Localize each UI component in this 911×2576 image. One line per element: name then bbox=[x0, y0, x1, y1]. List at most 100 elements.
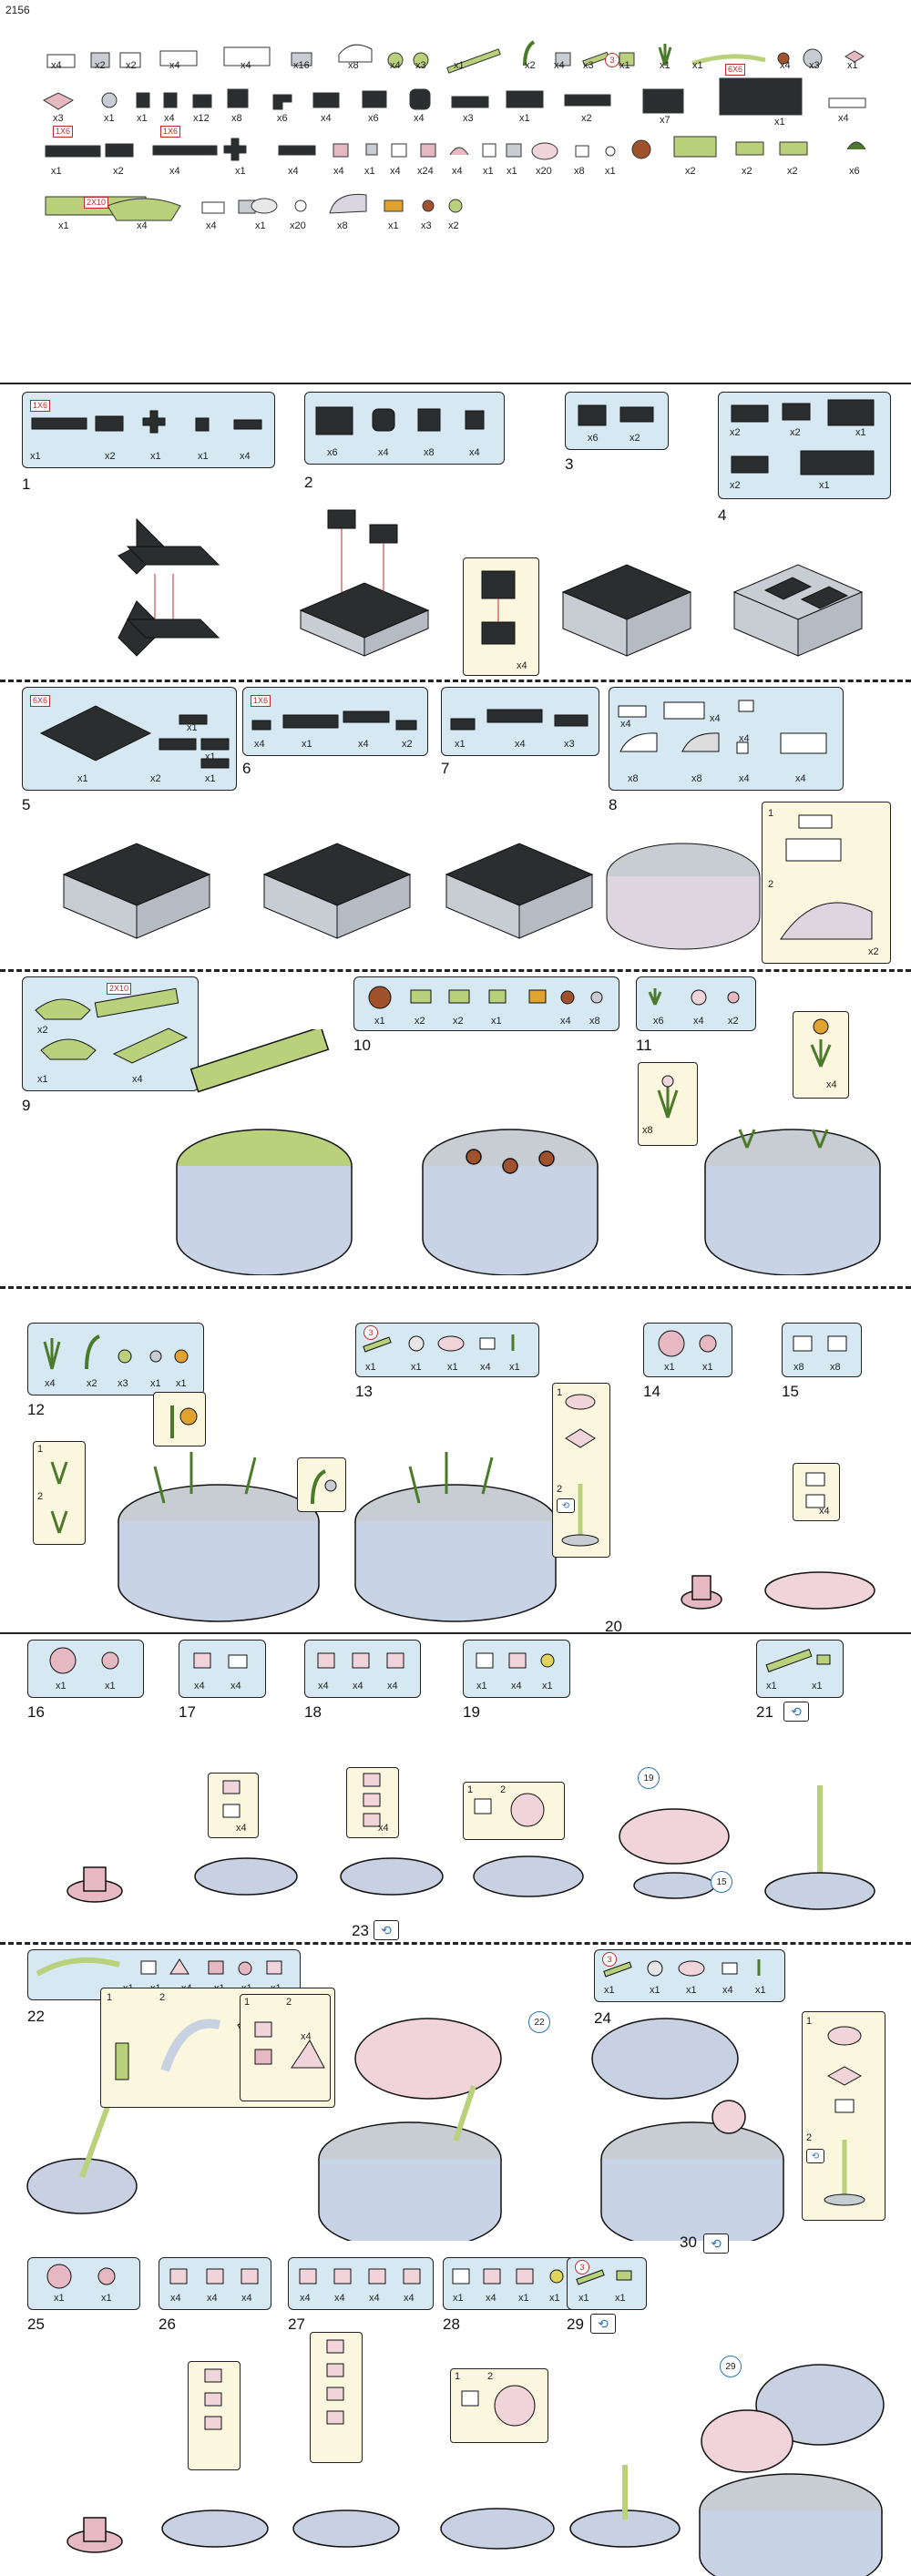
inv-qty: x8 bbox=[337, 220, 348, 231]
qty: x2 bbox=[630, 433, 640, 444]
parts-panel-step-14: x1 x1 bbox=[643, 1323, 732, 1377]
parts-panel-step-11: x6 x4 x2 bbox=[636, 976, 756, 1031]
step-number: 1 bbox=[22, 475, 31, 493]
callout-sub-step: 2 bbox=[768, 879, 774, 890]
inv-qty: x4 bbox=[390, 166, 401, 177]
step-8-parts-drawing bbox=[618, 700, 827, 754]
qty: x1 bbox=[105, 1681, 116, 1692]
step-number: 20 bbox=[605, 1618, 622, 1635]
qty: x1 bbox=[604, 1985, 615, 1996]
parts-panel-step-2: x6 x4 x8 x4 bbox=[304, 392, 505, 465]
step-number: 9 bbox=[22, 1097, 31, 1114]
qty: x4 bbox=[318, 1681, 329, 1692]
qty: x1 bbox=[374, 1016, 385, 1027]
assembly-steps-16-21 bbox=[67, 1785, 875, 1910]
callout-step-27 bbox=[310, 2332, 363, 2463]
parts-panel-step-21: x1 x1 bbox=[756, 1640, 844, 1698]
qty: x4 bbox=[480, 1362, 491, 1373]
inv-qty: x4 bbox=[241, 60, 251, 71]
callout-sub-step: 2 bbox=[487, 2371, 494, 2382]
inv-qty: x3 bbox=[53, 113, 64, 124]
qty: x1 bbox=[176, 1378, 187, 1389]
callout-sub-step: 2 bbox=[159, 1992, 166, 2003]
callout-multiplier: x2 bbox=[868, 946, 879, 957]
step-19-parts-drawing bbox=[476, 1652, 555, 1669]
step-5-parts-drawing bbox=[39, 705, 230, 769]
qty: x1 bbox=[198, 451, 209, 462]
qty: x4 bbox=[300, 2293, 311, 2304]
inv-qty: x1 bbox=[847, 60, 858, 71]
callout-step-11a: x8 bbox=[638, 1062, 698, 1146]
callout-step-12a: 1 2 bbox=[33, 1441, 86, 1545]
step-18-parts-drawing bbox=[317, 1652, 404, 1669]
qty: x1 bbox=[755, 1985, 766, 1996]
qty: x2 bbox=[730, 480, 741, 491]
step-17-parts-drawing bbox=[193, 1652, 248, 1669]
qty: x1 bbox=[30, 451, 41, 462]
inv-qty: x1 bbox=[619, 60, 630, 71]
step-number: 4 bbox=[718, 506, 727, 524]
step-16-parts-drawing bbox=[49, 1647, 119, 1674]
callout-sub-step: 2 bbox=[286, 1997, 292, 2008]
qty: x1 bbox=[812, 1681, 823, 1692]
qty: x4 bbox=[207, 2293, 218, 2304]
callout-drawing bbox=[222, 1780, 241, 1818]
qty: x8 bbox=[793, 1362, 804, 1373]
inv-qty: x1 bbox=[104, 113, 115, 124]
qty: x4 bbox=[254, 739, 265, 750]
rotate-model-icon: ⟲ bbox=[806, 2149, 824, 2163]
callout-drawing bbox=[481, 570, 516, 645]
callout-drawing bbox=[824, 2026, 865, 2206]
parts-panel-step-24: 3 x1 x1 x1 x4 x1 bbox=[594, 1949, 785, 2002]
qty: x6 bbox=[588, 433, 599, 444]
step-number: 29 bbox=[567, 2315, 584, 2333]
inv-qty: x2 bbox=[525, 60, 536, 71]
qty: x1 bbox=[150, 1378, 161, 1389]
inv-qty: x4 bbox=[206, 220, 217, 231]
step-number: 13 bbox=[355, 1383, 373, 1400]
qty: x4 bbox=[693, 1016, 704, 1027]
callout-drawing bbox=[474, 1793, 545, 1827]
qty: x4 bbox=[241, 2293, 252, 2304]
inv-qty: x24 bbox=[417, 166, 434, 177]
parts-panel-step-26: x4 x4 x4 bbox=[159, 2257, 271, 2310]
parts-panel-step-28: x1 x4 x1 x1 bbox=[443, 2257, 576, 2310]
callout-step-17: x4 bbox=[208, 1773, 259, 1838]
callout-drawing bbox=[363, 1773, 381, 1827]
rotate-model-icon: ⟲ bbox=[590, 2314, 616, 2334]
length-badge: 3 bbox=[602, 1952, 617, 1967]
step-15-parts-drawing bbox=[793, 1335, 847, 1352]
step-28-parts-drawing bbox=[452, 2268, 564, 2285]
callout-sub-step: 1 bbox=[557, 1387, 563, 1398]
inv-qty: x2 bbox=[742, 166, 752, 177]
inv-qty: x16 bbox=[293, 60, 310, 71]
inv-qty: x2 bbox=[787, 166, 798, 177]
callout-drawing bbox=[805, 1472, 825, 1508]
parts-panel-step-5: 6X6 x1 x1 x2 x1 x1 bbox=[22, 687, 237, 791]
qty: x4 bbox=[486, 2293, 496, 2304]
step-12-parts-drawing bbox=[43, 1334, 189, 1370]
parts-panel-step-7: x1 x4 x3 bbox=[441, 687, 599, 756]
callout-step-15: x4 bbox=[793, 1463, 840, 1521]
step-number: 30 bbox=[680, 2234, 697, 2251]
callout-drawing bbox=[780, 814, 873, 940]
inv-qty: x6 bbox=[849, 166, 860, 177]
step-number: 17 bbox=[179, 1703, 196, 1721]
inv-qty: x8 bbox=[574, 166, 585, 177]
step-number: 24 bbox=[594, 2009, 611, 2027]
callout-step-12c bbox=[297, 1457, 346, 1512]
step-number: 21 bbox=[756, 1703, 773, 1721]
step-reference-circle: 15 bbox=[711, 1871, 732, 1893]
inv-qty: x1 bbox=[483, 166, 494, 177]
step-number: 28 bbox=[443, 2315, 460, 2333]
callout-multiplier: x8 bbox=[642, 1125, 653, 1136]
qty: x4 bbox=[722, 1985, 733, 1996]
inv-qty: x20 bbox=[536, 166, 552, 177]
callout-multiplier: x4 bbox=[517, 660, 527, 671]
callout-sub-step: 1 bbox=[455, 2371, 461, 2382]
qty: x4 bbox=[620, 719, 631, 730]
callout-sub-step: 2 bbox=[557, 1484, 563, 1495]
inv-circle-badge: 3 bbox=[605, 53, 619, 67]
parts-panel-step-9: 2X10 x2 x1 x4 bbox=[22, 976, 199, 1091]
callout-drawing bbox=[311, 1469, 337, 1505]
